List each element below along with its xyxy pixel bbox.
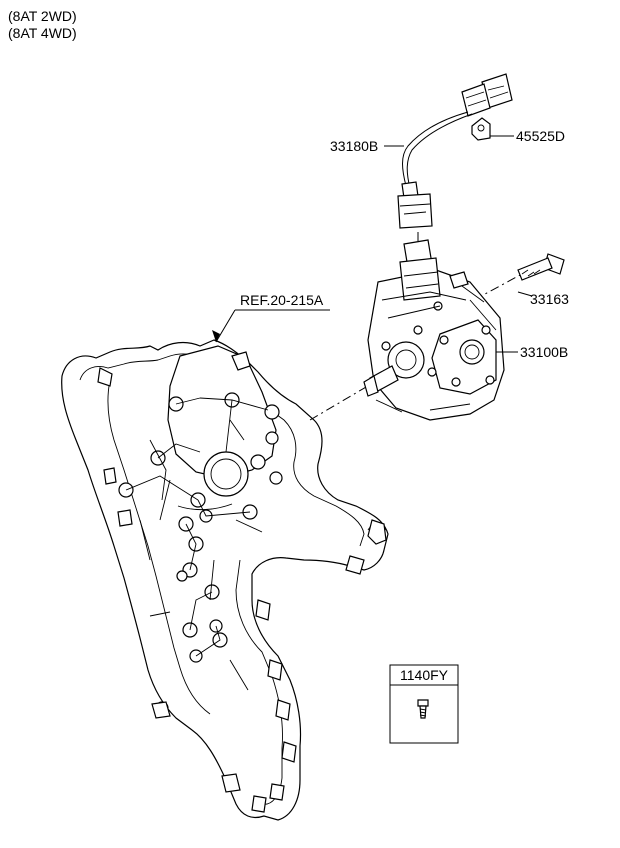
bracket — [471, 117, 491, 141]
reference-leader — [215, 309, 330, 343]
reference-label: REF.20-215A — [240, 292, 324, 308]
sensor-harness — [397, 73, 513, 229]
label-1140FY: 1140FY — [400, 667, 449, 683]
variant-4wd: (8AT 4WD) — [8, 25, 77, 41]
reference-arrow — [212, 330, 220, 342]
label-33163: 33163 — [530, 291, 569, 307]
label-33100B: 33100B — [520, 344, 568, 360]
leader-33163 — [517, 291, 533, 297]
variant-2wd: (8AT 2WD) — [8, 8, 77, 24]
fastener-box: 1140FY — [389, 664, 459, 744]
bolt — [517, 253, 565, 281]
assembly-line-bolt — [473, 273, 523, 301]
timing-cover-housing — [61, 339, 389, 821]
label-45525D: 45525D — [516, 128, 565, 144]
high-pressure-pump — [363, 239, 505, 421]
label-33180B: 33180B — [330, 138, 378, 154]
screw-icon — [417, 699, 429, 719]
